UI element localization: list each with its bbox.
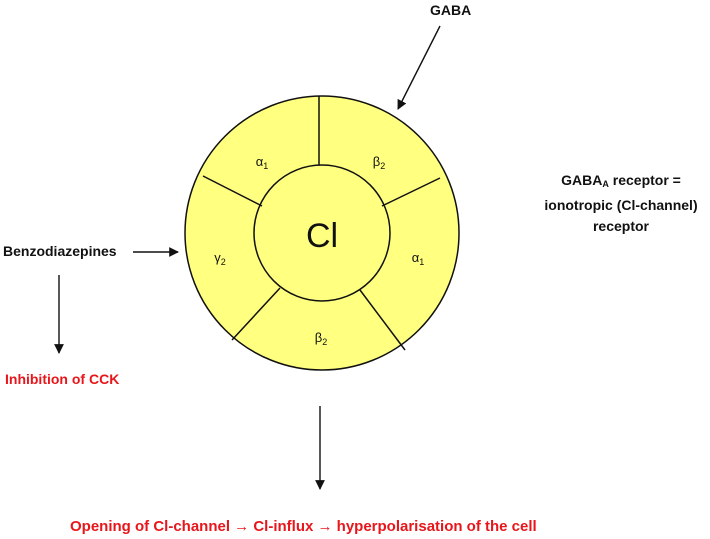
receptor-description-line: receptor — [592, 218, 650, 234]
gaba-label: GABA — [430, 2, 472, 18]
receptor-equals: receptor = — [608, 172, 681, 188]
chloride-label: Cl — [306, 217, 338, 255]
divider-lower-right — [359, 289, 406, 351]
subunit-label: β2 — [315, 330, 328, 347]
receptor-name: GABA — [561, 172, 603, 188]
receptor-subscript: A — [602, 179, 609, 189]
receptor-description-line: ionotropic (Cl-channel) — [544, 197, 698, 213]
receptor-inner-ring — [253, 164, 391, 302]
receptor-description: GABAA receptor = ionotropic (Cl-channel)… — [532, 170, 710, 237]
divider-upper-right — [381, 177, 441, 207]
subunit-label: γ2 — [214, 250, 226, 267]
benzodiazepines-label: Benzodiazepines — [3, 243, 117, 259]
divider-lower-left — [231, 287, 281, 341]
gaba-arrow-icon — [397, 25, 441, 110]
subunit-label: α1 — [256, 154, 269, 171]
divider-upper-left — [202, 175, 263, 207]
subunit-label: α1 — [412, 250, 425, 267]
outcome-label: Opening of Cl-channel → Cl-influx → hype… — [70, 518, 537, 535]
subunit-label: β2 — [373, 154, 386, 171]
receptor-description-line: GABAA receptor = — [532, 170, 710, 195]
inhibition-label: Inhibition of CCK — [5, 371, 120, 387]
